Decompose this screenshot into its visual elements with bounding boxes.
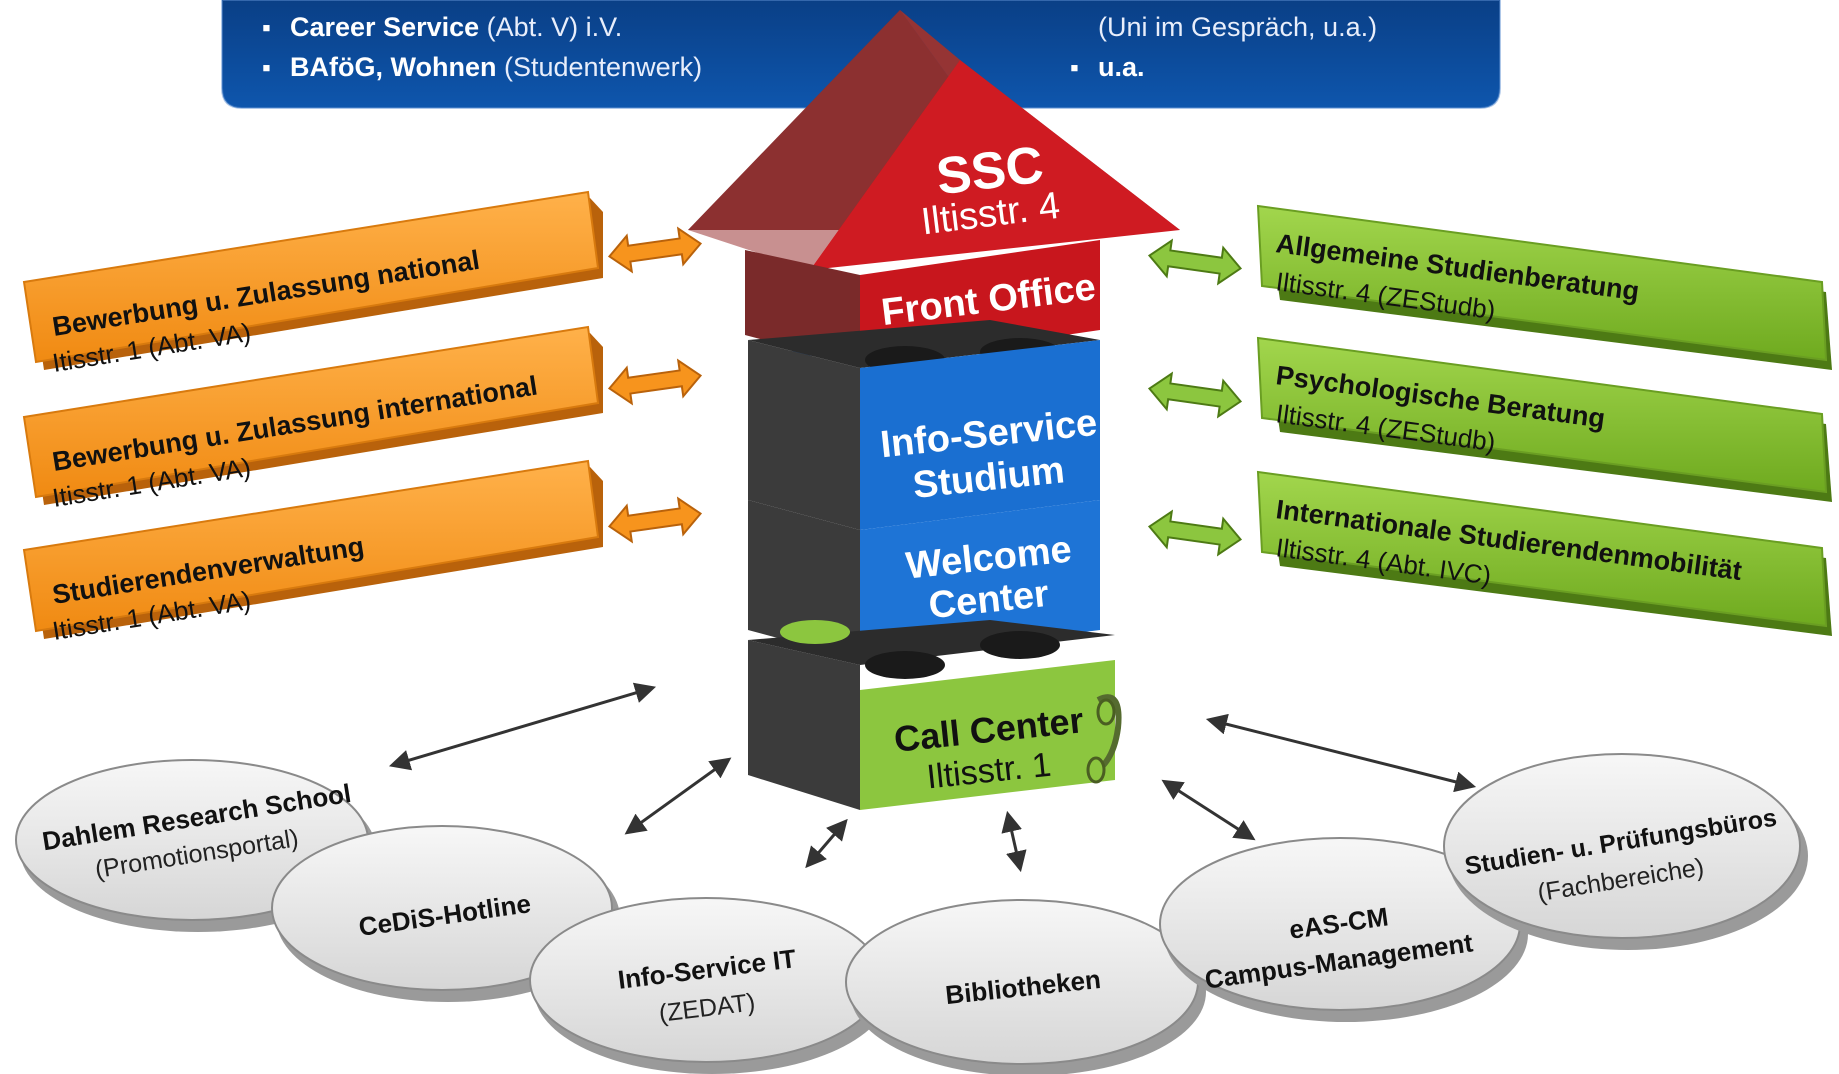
ellipse-studien-pruefungsbueros: Studien- u. Prüfungsbüros (Fachbereiche): [1443, 753, 1808, 950]
call-center-block: Call Center Iltisstr. 1: [748, 620, 1122, 810]
ellipse-cedis-hotline: CeDiS-Hotline: [271, 825, 620, 1002]
banner-item-bold: Career Service: [290, 12, 479, 42]
banner-item-text: (Abt. V) i.V.: [479, 12, 622, 42]
right-box-3: Internationale Studierendenmobilität Ilt…: [1256, 470, 1832, 636]
banner-left-item-1: ▪ Career Service (Abt. V) i.V.: [262, 12, 622, 42]
orange-double-arrow-2: [607, 358, 703, 406]
connector-arrows: [388, 682, 1477, 873]
ellipse-eas-cm: eAS-CM Campus-Management: [1159, 837, 1528, 1022]
green-double-arrow-2: [1147, 371, 1243, 419]
headset-icon: [1086, 694, 1122, 784]
right-box-1: Allgemeine Studienberatung Iltisstr. 4 (…: [1256, 204, 1832, 370]
green-double-arrow-1: [1147, 238, 1243, 286]
connector-arrow: [805, 818, 848, 869]
banner-left-item-2: ▪ BAföG, Wohnen (Studentenwerk): [262, 52, 702, 82]
house-roof: SSC Iltisstr. 4: [688, 10, 1180, 270]
banner-item-text: (Uni im Gespräch, u.a.): [1098, 12, 1377, 42]
connector-arrow: [388, 682, 657, 771]
ssc-house: SSC Iltisstr. 4 Front Office Info-Servic…: [688, 10, 1180, 810]
banner-item-text: (Studentenwerk): [496, 52, 702, 82]
welcome-center-block: Welcome Center: [748, 500, 1100, 660]
banner-right-item-2: ▪ u.a.: [1070, 52, 1145, 82]
ellipse-info-service-it: Info-Service IT (ZEDAT): [529, 897, 890, 1074]
green-double-arrow-3: [1147, 509, 1243, 557]
bullet-icon: ▪: [262, 14, 271, 42]
bullet-icon: ▪: [1070, 54, 1079, 82]
orange-double-arrow-3: [607, 496, 703, 544]
ssc-title: SSC: [933, 136, 1046, 207]
svg-text:Career Service (Abt. V) i.V.: Career Service (Abt. V) i.V.: [290, 12, 622, 42]
connector-arrow: [624, 757, 732, 835]
bullet-icon: ▪: [262, 54, 271, 82]
ellipse-bibliotheken: Bibliotheken: [845, 899, 1206, 1074]
orange-double-arrow-1: [607, 226, 703, 274]
connector-arrow: [1001, 810, 1027, 873]
banner-item-bold: BAföG, Wohnen: [290, 52, 496, 82]
info-service-block: Info-Service Studium: [748, 320, 1100, 530]
right-box-2: Psychologische Beratung Iltisstr. 4 (ZES…: [1256, 336, 1832, 502]
connector-arrow: [1161, 779, 1256, 841]
banner-right-item-1: (Uni im Gespräch, u.a.): [1098, 12, 1377, 42]
banner-item-bold: u.a.: [1098, 52, 1145, 82]
svg-text:BAföG, Wohnen (Studentenwerk): BAföG, Wohnen (Studentenwerk): [290, 52, 702, 82]
connector-arrow: [1205, 713, 1477, 793]
